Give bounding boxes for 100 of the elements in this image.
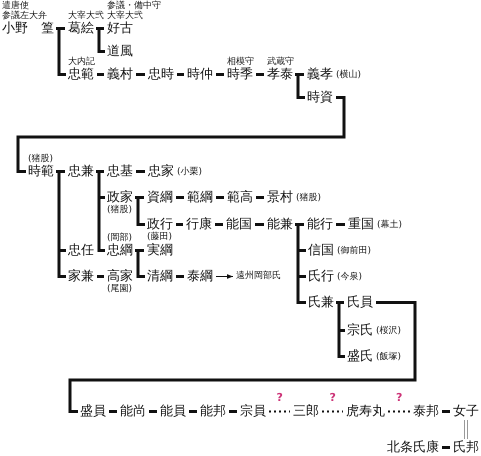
person-name: 景村 [267,190,293,205]
person-name: 泰邦 [413,404,439,419]
edge-label: ? [276,392,283,402]
title-text: 参議・備中守 [107,1,161,11]
person-name: 時季 [227,67,253,82]
person-name: 小野 篁 [2,21,54,36]
lineage-line [269,410,290,412]
person-name: 信国 [308,243,334,258]
lineage-line [322,410,343,412]
person-name: 高家 [107,269,133,284]
person-name: 盛氏 [347,349,373,364]
lineage-line [135,249,145,278]
title-text: 遣唐使 [2,1,29,11]
person-name: 重国 [348,217,374,232]
family-name-note: (今泉) [337,272,362,282]
family-name-note: (御前田) [337,246,372,256]
person-name: 氏行 [308,269,334,284]
person-name: 道風 [107,44,133,59]
person-name: 盛員 [80,404,106,419]
person-name: 忠範 [68,67,94,82]
person-name: 葛絵 [68,21,94,36]
person-name: 能国 [226,217,252,232]
lineage-line [336,223,345,226]
person-name: 行康 [186,217,212,232]
person-name: 能員 [160,404,186,419]
edge-label: ? [396,392,402,402]
lineage-line [97,275,104,278]
person-name: 義孝 [307,67,333,82]
lineage-line [464,420,468,440]
title-text: (岡部) [107,233,132,243]
person-name: 時仲 [187,67,213,82]
title-text: 大宰大弐 [107,11,144,21]
lineage-line [295,73,305,99]
person-name: 氏員 [347,295,373,310]
family-name-note: (藤田) [147,232,172,242]
lineage-line [388,410,410,412]
lineage-line [177,73,184,76]
title-text: (猪股) [28,154,54,164]
lineage-line [216,196,224,199]
family-name-note: (飯塚) [376,352,402,362]
person-name: 孝泰 [267,67,293,82]
lineage-line [256,73,264,76]
family-name-note: (尾園) [107,284,132,294]
person-name: 資綱 [147,190,173,205]
lineage-line [135,196,145,226]
lineage-line [68,301,416,413]
person-name: 忠時 [148,67,174,82]
person-name: 清綱 [147,269,173,284]
lineage-line [136,73,145,76]
person-name: 忠基 [107,164,133,179]
person-name: 能尚 [120,404,146,419]
edge-label: ? [330,392,336,402]
person-name: 女子 [453,404,479,419]
person-name: 宗員 [240,404,266,419]
person-name: 範高 [227,190,253,205]
lineage-line [136,170,145,173]
family-name-note: (桜沢) [376,326,402,336]
person-name: 義村 [107,67,133,82]
person-name: 忠家 [148,164,174,179]
lineage-line [442,446,450,449]
person-name: 泰綱 [187,269,213,284]
lineage-line [176,196,184,199]
person-name: 忠任 [68,243,94,258]
person-name: 忠兼 [68,164,94,179]
person-name: 能兼 [267,217,293,232]
person-name: 時範 [28,164,54,179]
person-name: 政行 [147,217,173,232]
person-name: 忠綱 [107,243,133,258]
family-name-note: (横山) [336,70,362,80]
person-name: 好古 [107,21,133,36]
lineage-line [109,410,117,413]
lineage-line [442,410,450,413]
title-text: 参議左大弁 [2,11,47,21]
person-name: 虎寿丸 [346,404,385,419]
person-name: 三郎 [293,404,319,419]
lineage-line [229,410,237,413]
person-name: 政家 [107,190,133,205]
person-name: 氏邦 [453,440,479,455]
lineage-line [176,275,184,278]
lineage-line [215,223,223,226]
person-name: 実綱 [147,243,173,258]
lineage-line [56,27,66,76]
lineage-line [16,96,346,173]
title-text: 大内記 [68,57,95,67]
family-name-note: (猪股) [296,193,322,203]
title-text: 武蔵守 [267,57,294,67]
person-name: 能邦 [200,404,226,419]
arrow [216,274,234,279]
person-name: 氏兼 [308,295,334,310]
title-text: 相模守 [227,57,254,67]
person-name: 家兼 [68,269,94,284]
lineage-line [96,27,105,53]
lineage-line [189,410,197,413]
lineage-line [176,223,183,226]
lineage-line [149,410,157,413]
lineage-line [256,196,264,199]
lineage-text: 遠州岡部氏 [236,270,281,283]
lineage-line [97,73,104,76]
family-name-note: (小栗) [177,167,202,177]
person-name: 宗氏 [347,323,373,338]
